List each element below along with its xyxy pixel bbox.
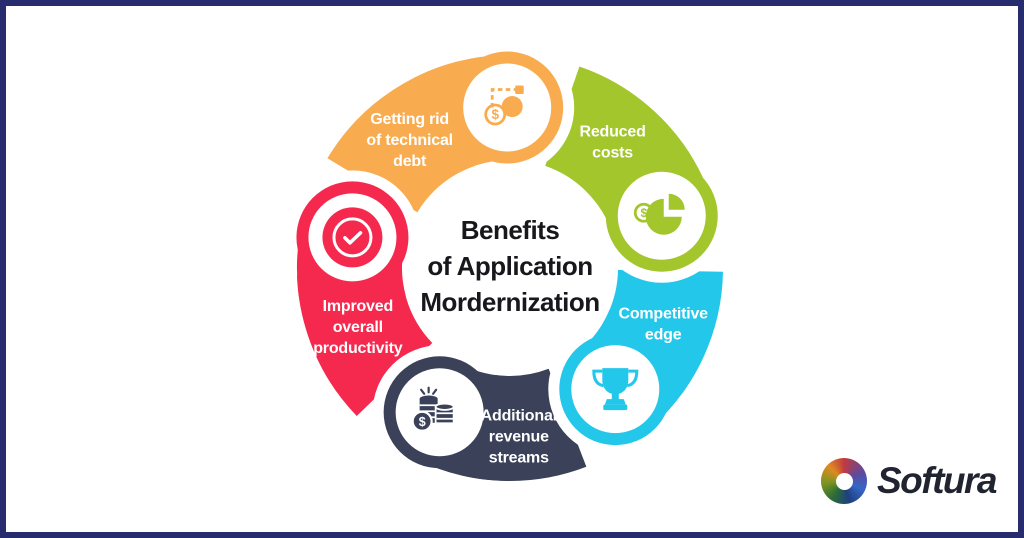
svg-text:$: $ bbox=[419, 415, 426, 429]
check-circle-icon bbox=[322, 207, 383, 268]
softura-logo: Softura bbox=[821, 458, 998, 504]
diagram-title: Benefits of Application Mordernization bbox=[420, 215, 600, 317]
trophy-icon bbox=[592, 368, 639, 411]
pie-chart-icon: $ bbox=[633, 193, 685, 235]
swirl-hole bbox=[835, 472, 853, 490]
softura-swirl-icon bbox=[821, 458, 867, 504]
softura-wordmark: Softura bbox=[877, 460, 998, 501]
svg-text:$: $ bbox=[492, 107, 500, 122]
coins-icon: $ bbox=[411, 386, 455, 432]
wrecking-ball-icon: $ bbox=[484, 85, 524, 126]
svg-text:$: $ bbox=[641, 206, 648, 220]
